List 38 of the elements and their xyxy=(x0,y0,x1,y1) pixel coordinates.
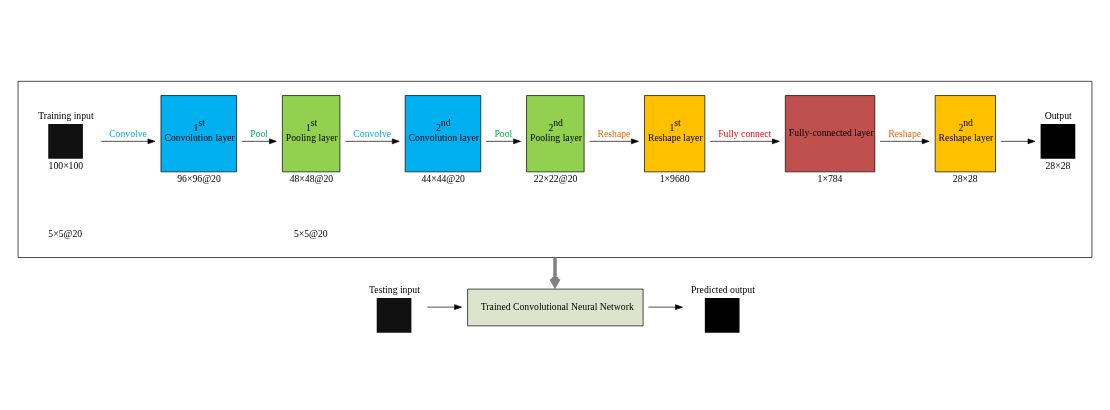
node-label: 48×48@20 xyxy=(289,172,334,184)
node-label: 96×96@20 xyxy=(177,172,221,184)
arrow xyxy=(345,138,400,144)
node-box xyxy=(1040,123,1076,159)
edge-label: Pool xyxy=(250,127,269,139)
arrow xyxy=(709,138,780,144)
node-label: 1×9680 xyxy=(659,172,690,184)
node-label: Predicted output xyxy=(690,283,755,295)
arrow xyxy=(485,138,521,144)
arrow xyxy=(241,138,277,144)
cluster xyxy=(17,80,1093,258)
arrow xyxy=(1000,138,1036,144)
node-label: Training input xyxy=(38,109,94,121)
node-label: 1×784 xyxy=(817,172,843,184)
node-label: 28×28 xyxy=(952,172,978,184)
node-label: 28×28 xyxy=(1045,159,1071,171)
label: 5×5@20 xyxy=(48,227,83,239)
edge-label: Reshape xyxy=(597,127,631,139)
node-box xyxy=(704,297,740,333)
node-label: 44×44@20 xyxy=(421,172,465,184)
edge-label: Convolve xyxy=(109,127,147,139)
node-label: 22×22@20 xyxy=(533,172,578,184)
edge-label: Fully connect xyxy=(718,127,772,139)
arrow xyxy=(427,303,462,310)
node-label: Output xyxy=(1044,109,1072,121)
arrow xyxy=(648,303,683,310)
node-label: Testing input xyxy=(369,283,420,295)
node-box xyxy=(376,297,412,333)
node-box xyxy=(48,123,83,159)
label: 5×5@20 xyxy=(293,227,328,239)
arrow xyxy=(879,138,930,144)
edge-label: Pool xyxy=(494,127,513,139)
node-label: 100×100 xyxy=(48,159,84,171)
edge-label: Convolve xyxy=(353,127,392,139)
arrow xyxy=(589,138,639,144)
arrow xyxy=(100,138,156,144)
edge-label: Reshape xyxy=(888,127,922,139)
arrow xyxy=(549,257,561,288)
